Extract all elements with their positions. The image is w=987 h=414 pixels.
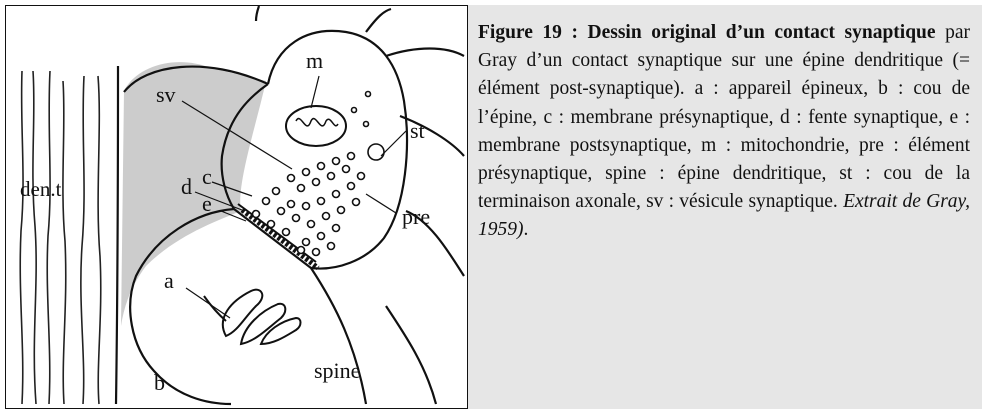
caption-end: . <box>524 219 529 240</box>
label-den-t: den.t <box>20 177 62 201</box>
spine-apparatus <box>204 290 301 344</box>
dendrite-fibers <box>20 71 101 404</box>
label-c: c <box>202 164 212 189</box>
label-a: a <box>164 268 174 293</box>
stipple-texture <box>121 62 266 326</box>
label-m: m <box>306 48 323 73</box>
label-sv: sv <box>156 82 176 107</box>
caption-body: par Gray d’un contact synaptique sur une… <box>478 22 970 212</box>
label-st: st <box>410 118 425 143</box>
label-d: d <box>181 174 192 199</box>
label-b: b <box>154 370 165 395</box>
caption-title: Figure 19 : Dessin original d’un contact… <box>478 22 936 43</box>
label-e: e <box>202 191 212 216</box>
figure-caption: Figure 19 : Dessin original d’un contact… <box>468 5 982 409</box>
figure-frame: m sv st d c e pre den.t a b spine Figure… <box>5 5 982 409</box>
synapse-illustration: m sv st d c e pre den.t a b spine <box>6 6 466 407</box>
synapse-drawing: m sv st d c e pre den.t a b spine <box>5 5 468 409</box>
mitochondrion <box>286 106 346 146</box>
label-pre: pre <box>402 204 430 229</box>
label-spine: spine <box>314 358 360 383</box>
